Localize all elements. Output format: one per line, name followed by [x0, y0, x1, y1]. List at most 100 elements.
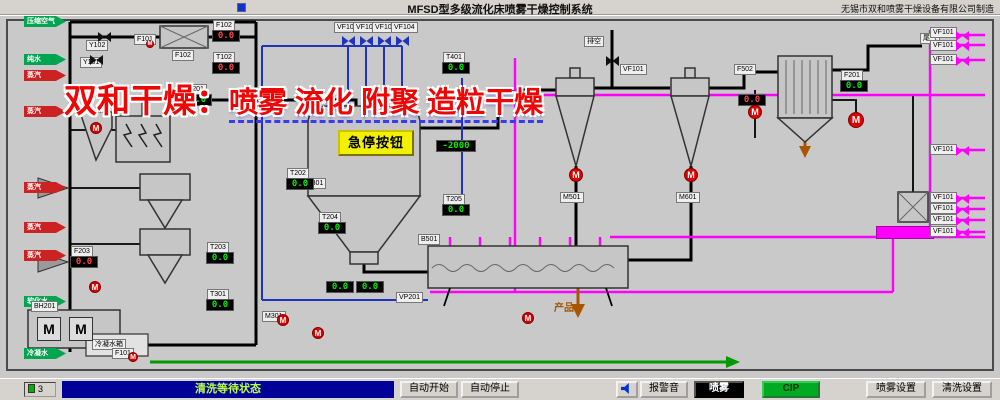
pump-icon[interactable]: M: [684, 168, 698, 182]
heat-exchanger: [159, 25, 209, 49]
device-label: 冷凝水箱: [92, 339, 126, 350]
device-label: VF101: [620, 64, 647, 75]
spray-button[interactable]: 喷雾: [694, 381, 744, 398]
device-label: Y102: [86, 40, 109, 51]
emergency-stop-button[interactable]: 急停按钮: [338, 130, 414, 156]
motor-icon: M: [37, 317, 61, 341]
status-banner: 清洗等待状态: [62, 381, 394, 398]
pump-icon[interactable]: M: [569, 168, 583, 182]
device-label: VP201: [396, 292, 424, 303]
counter-value: 3: [38, 384, 44, 394]
pump-icon[interactable]: M: [128, 352, 138, 362]
counter-icon: [28, 384, 35, 393]
cyclone-1: [555, 67, 595, 169]
inlet-arrow: 蒸汽: [24, 222, 66, 233]
auto-start-button[interactable]: 自动开始: [400, 381, 458, 398]
valve-icon[interactable]: [956, 56, 969, 66]
value-display: 0.0: [286, 178, 314, 190]
manufacturer-text: 无锡市双和喷雾干燥设备有限公司制造: [840, 4, 994, 14]
pump-icon[interactable]: M: [312, 327, 324, 339]
value-display: 0.0: [206, 299, 234, 311]
device-label: VF101: [930, 214, 957, 225]
device-label: VF101: [930, 144, 957, 155]
motor-icon: M: [69, 317, 93, 341]
spray-settings-button[interactable]: 喷雾设置: [866, 381, 926, 398]
clean-settings-button[interactable]: 清洗设置: [932, 381, 992, 398]
bag-filter: [776, 55, 834, 144]
inlet-arrow: 冷凝水: [24, 348, 66, 359]
value-display: -2000: [436, 140, 476, 152]
value-display: 0.0: [738, 94, 766, 106]
device-label: VF101: [930, 27, 957, 38]
valve-icon[interactable]: [360, 36, 373, 46]
valve-icon[interactable]: [956, 194, 969, 204]
device-label: F101: [134, 34, 156, 45]
device-label: F502: [734, 64, 756, 75]
value-display: 0.0: [212, 62, 240, 74]
pump-icon[interactable]: M: [748, 105, 762, 119]
device-label: VF101: [930, 40, 957, 51]
device-label: M601: [676, 192, 700, 203]
cyclone-2: [670, 67, 710, 169]
device-label: M501: [560, 192, 584, 203]
value-display: 0.0: [184, 94, 212, 106]
valve-icon[interactable]: [956, 228, 969, 238]
device-label: VF101: [930, 226, 957, 237]
pump-icon[interactable]: M: [89, 281, 101, 293]
control-bar: 3 清洗等待状态 自动开始 自动停止 报警音 喷雾 CIP 喷雾设置 清洗设置: [0, 378, 1000, 400]
inlet-arrow: 蒸汽: [24, 106, 66, 117]
valve-icon[interactable]: [342, 36, 355, 46]
pump-icon[interactable]: M: [522, 312, 534, 324]
device-label: 排空: [584, 36, 604, 47]
valve-icon[interactable]: [90, 55, 103, 65]
value-display: 0.0: [356, 281, 384, 293]
title-bar: MFSD型多级流化床喷雾干燥控制系统 无锡市双和喷雾干燥设备有限公司制造: [0, 0, 1000, 16]
right-filter: [897, 191, 929, 223]
valve-icon[interactable]: [956, 216, 969, 226]
alarm-sound-button[interactable]: 报警音: [640, 381, 688, 398]
electric-heater: [115, 115, 171, 163]
pump-icon[interactable]: M: [277, 314, 289, 326]
cip-button[interactable]: CIP: [762, 381, 820, 398]
scrubber-cyclone: [78, 111, 113, 162]
pump-icon[interactable]: M: [146, 40, 154, 48]
device-label: VF104: [391, 22, 418, 33]
value-display: 0.0: [840, 80, 868, 92]
speaker-icon: [621, 383, 629, 394]
device-label: 产品: [554, 303, 574, 314]
pump-icon[interactable]: M: [90, 122, 102, 134]
valve-icon[interactable]: [378, 36, 391, 46]
inlet-arrow: 压缩空气: [24, 16, 66, 27]
value-display: 0.0: [442, 62, 470, 74]
inlet-arrow: 蒸汽: [24, 250, 66, 261]
auto-stop-button[interactable]: 自动停止: [461, 381, 519, 398]
valve-icon[interactable]: [956, 31, 969, 41]
value-display: 0.0: [442, 204, 470, 216]
valve-icon[interactable]: [98, 32, 111, 42]
valve-icon[interactable]: [956, 205, 969, 215]
value-display: 0.0: [206, 252, 234, 264]
value-display: 0.0: [212, 30, 240, 42]
valve-icon[interactable]: [396, 36, 409, 46]
inlet-arrow: 蒸汽: [24, 70, 66, 81]
valve-icon[interactable]: [956, 41, 969, 51]
device-label: VF101: [930, 192, 957, 203]
pump-icon[interactable]: M: [848, 112, 864, 128]
valve-icon[interactable]: [606, 56, 619, 66]
mute-alarm-button[interactable]: [616, 381, 638, 398]
counter-chip: 3: [24, 382, 56, 397]
device-label: B501: [418, 234, 441, 245]
inlet-arrow: 蒸汽: [24, 182, 66, 193]
valve-icon[interactable]: [956, 146, 969, 156]
window-title: MFSD型多级流化床喷雾干燥控制系统: [407, 4, 593, 16]
device-label: VF101: [930, 203, 957, 214]
device-label: BH201: [31, 301, 59, 312]
fluid-bed: [427, 245, 629, 307]
device-label: F102: [172, 50, 194, 61]
value-display: 0.0: [326, 281, 354, 293]
inlet-arrow: 纯水: [24, 54, 66, 65]
app-icon: [237, 3, 246, 12]
device-label: VF101: [930, 54, 957, 65]
